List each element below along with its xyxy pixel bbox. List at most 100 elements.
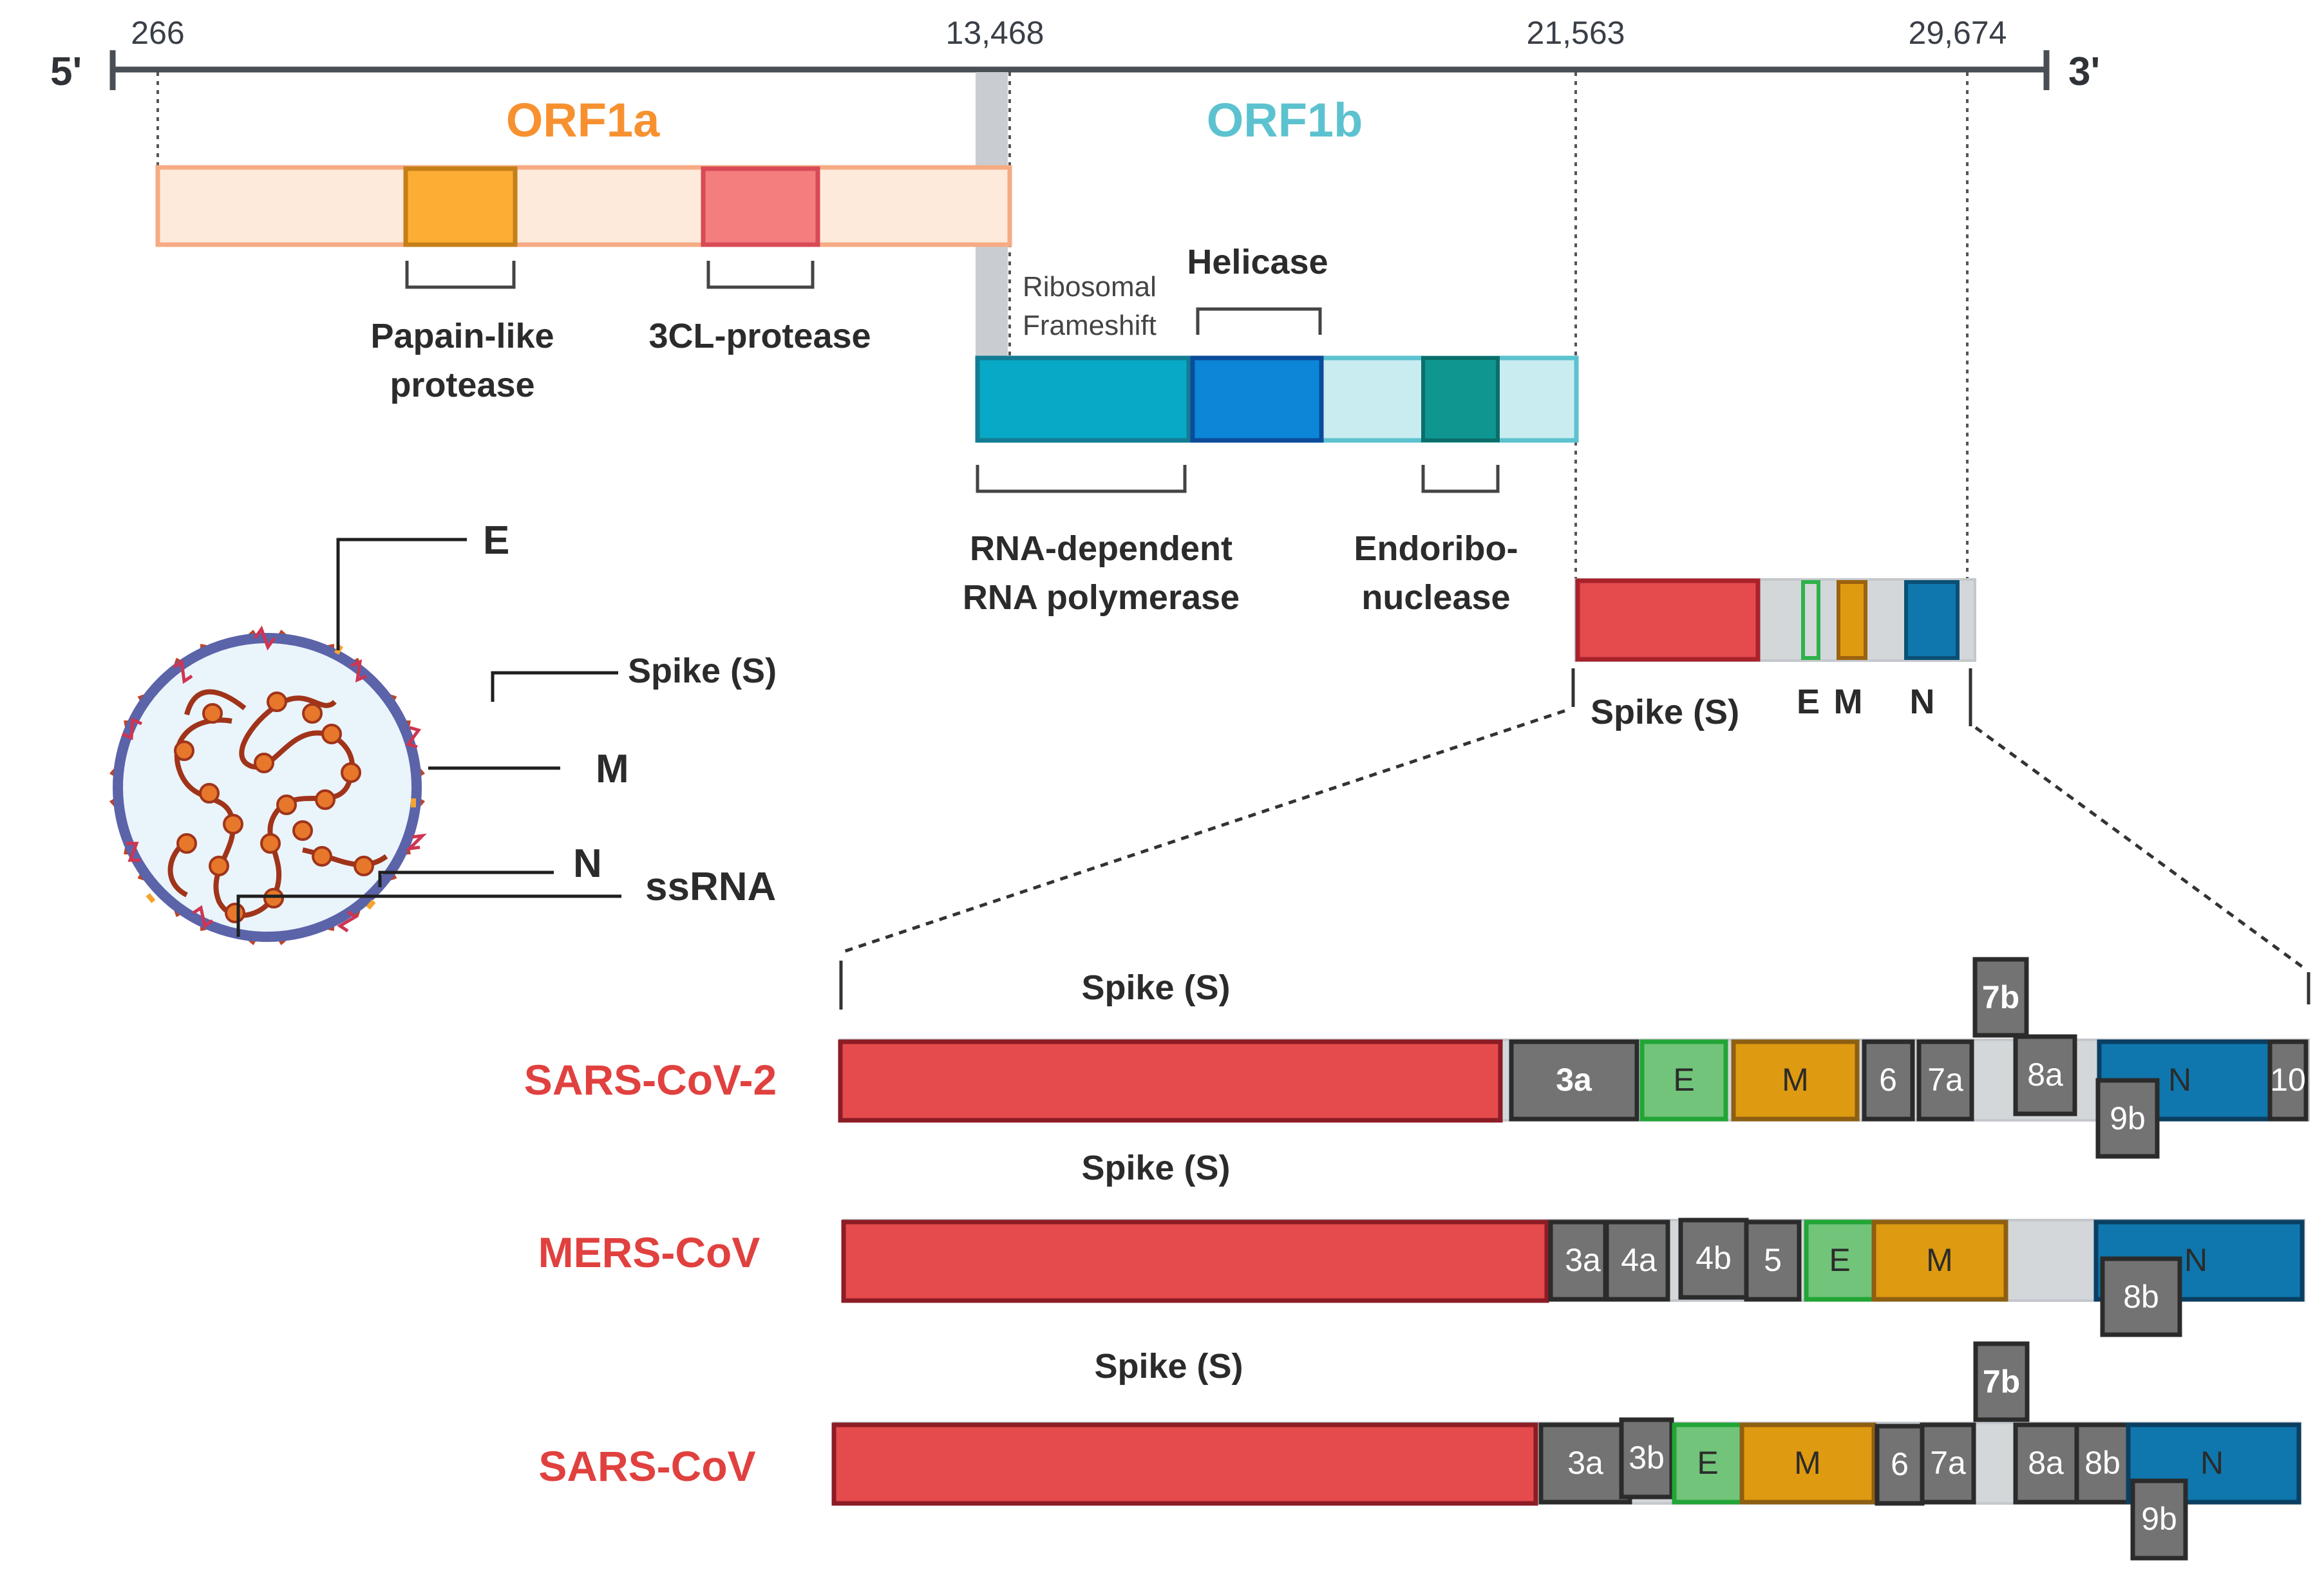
mers-cov-gene-n-label: N — [2184, 1242, 2207, 1278]
sars-cov-2-spike-gene — [838, 1039, 1503, 1123]
sars-cov-spike-gene — [831, 1422, 1538, 1506]
position-266: 266 — [131, 15, 184, 51]
sars-cov-gene-m-label: M — [1794, 1445, 1821, 1481]
papain-bracket — [405, 261, 516, 289]
position-13468: 13,468 — [946, 15, 1044, 51]
mers-cov-gene-8b-label: 8b — [2123, 1279, 2159, 1315]
nucleocapsid-protein — [174, 740, 194, 761]
membrane-protein — [173, 659, 193, 684]
sars-cov-2-genome: Spike (S) SARS-CoV-2 3a E M 6 7a 7b 8a N… — [524, 957, 2310, 1159]
virion-ssrna-label: ssRNA — [645, 865, 776, 909]
nucleocapsid-protein — [209, 856, 229, 876]
virion-spike-label: Spike (S) — [628, 652, 777, 690]
sars-cov-2-gene-9b-label: 9b — [2110, 1100, 2146, 1136]
helicase-label: Helicase — [1187, 243, 1328, 281]
sars-cov-2-gene-n-label: N — [2168, 1062, 2191, 1098]
sars-cov-spike-label: Spike (S) — [1094, 1347, 1243, 1386]
position-21563: 21,563 — [1527, 15, 1625, 51]
spike-small-label: Spike (S) — [1591, 693, 1739, 731]
mers-cov-gene-8b — [2100, 1256, 2182, 1337]
mers-cov-spike-gene — [841, 1219, 1549, 1303]
membrane-protein — [405, 726, 422, 749]
envelope-protein — [146, 893, 156, 903]
sars-cov-2-gene-m — [1731, 1039, 1860, 1122]
nucleocapsid-protein — [302, 703, 323, 724]
sars-cov-2-gene-10 — [2267, 1039, 2309, 1122]
e-gene-small — [1801, 580, 1820, 660]
orf1a-label: ORF1a — [506, 93, 660, 147]
zoom-line-left — [843, 709, 1565, 954]
nucleocapsid-protein — [223, 814, 243, 834]
sars-cov-gene-7a — [1920, 1422, 1976, 1505]
nucleocapsid-protein — [267, 691, 287, 712]
nucleocapsid-protein — [321, 724, 342, 744]
mers-cov-gene-4b — [1678, 1218, 1749, 1300]
sars-cov-gene-7a-label: 7a — [1930, 1445, 1966, 1481]
helicase-domain — [1190, 355, 1324, 443]
rdrp-label-line1: RNA-dependent — [970, 529, 1233, 568]
membrane-proteins — [122, 625, 427, 933]
ssrna-callout-line — [236, 894, 621, 937]
nucleocapsid-protein — [354, 856, 374, 876]
five-prime-label: 5' — [50, 50, 82, 94]
mers-cov-spike-label: Spike (S) — [1081, 1149, 1230, 1187]
rdrp-label-line2: RNA polymerase — [963, 578, 1240, 617]
orf1a-block: ORF1a Papain-like protease 3CL-protease — [155, 72, 1012, 438]
sars-cov-2-gene-7a — [1916, 1039, 1974, 1122]
sars-cov-2-gene-8a — [2013, 1034, 2077, 1116]
structural-genes-block: Spike (S) E M N — [839, 578, 2310, 1010]
sars-cov-2-gene-7a-label: 7a — [1927, 1062, 1963, 1098]
sars-cov-gene-6 — [1875, 1424, 1925, 1506]
sars-cov-2-gene-6-label: 6 — [1879, 1062, 1897, 1098]
mers-cov-gene-3a-label: 3a — [1565, 1242, 1601, 1278]
envelope-protein — [366, 899, 376, 910]
nucleocapsid-protein — [263, 888, 284, 908]
zoom-line-right — [1974, 726, 2307, 971]
mers-cov-gene-m — [1871, 1219, 2008, 1302]
sars-cov-2-gene-3a — [1509, 1039, 1639, 1122]
mers-cov-gene-e-label: E — [1829, 1242, 1850, 1278]
membrane-protein — [192, 905, 214, 929]
m-gene-small — [1837, 580, 1867, 660]
endo-label-line1: Endoribo- — [1354, 529, 1518, 568]
membrane-protein — [122, 717, 142, 740]
sars-cov-gene-7b — [1973, 1341, 2030, 1422]
nucleocapsid-protein — [312, 846, 332, 867]
frameshift-label: Frameshift — [1023, 310, 1157, 341]
virion-illustration: E Spike (S) M N ssRNA — [109, 518, 777, 945]
mers-cov-gene-5 — [1744, 1219, 1802, 1302]
sars-cov-genome: Spike (S) SARS-CoV 3a 3b E M 6 7a 7b 8a … — [538, 1341, 2301, 1561]
e-callout-line — [336, 538, 467, 650]
sars-cov-gene-n-label: N — [2200, 1445, 2224, 1481]
orf1b-label: ORF1b — [1207, 93, 1363, 147]
rna-polymerase-domain — [975, 355, 1191, 443]
virion-n-label: N — [573, 842, 602, 886]
sars-cov-2-label: SARS-CoV-2 — [524, 1056, 777, 1104]
spike-callout-line — [491, 671, 618, 702]
rdrp-bracket — [976, 465, 1187, 493]
papain-like-label: Papain-like — [370, 317, 554, 355]
sars-cov-gene-6-label: 6 — [1891, 1446, 1909, 1482]
sars-cov-2-gene-10-label: 10 — [2270, 1062, 2306, 1098]
genome-axis: 5' 3' 266 13,468 21,563 29,674 — [50, 15, 2100, 579]
sars-cov-gene-3b-label: 3b — [1629, 1440, 1665, 1476]
mers-cov-gene-e — [1804, 1219, 1876, 1302]
sars-cov-gene-e — [1672, 1422, 1744, 1505]
3cl-bracket — [706, 261, 815, 289]
sars-cov-2-gene-e-label: E — [1673, 1062, 1694, 1098]
sars-cov-gene-m — [1739, 1422, 1876, 1505]
sars-cov-2-gene-3a-label: 3a — [1556, 1062, 1592, 1098]
nucleocapsid-protein — [199, 783, 220, 804]
sars-cov-label: SARS-CoV — [538, 1442, 755, 1490]
papain-like-protease-domain — [403, 166, 518, 247]
virion-callout-lines — [236, 538, 621, 937]
protease-label: protease — [390, 366, 534, 404]
mers-cov-gene-4a-label: 4a — [1621, 1242, 1657, 1278]
sars-cov-2-gene-9b — [2095, 1078, 2160, 1159]
endo-label-line2: nuclease — [1361, 578, 1510, 617]
sars-cov-2-gene-6 — [1862, 1039, 1915, 1122]
membrane-protein — [337, 910, 359, 933]
nucleocapsid-protein — [292, 820, 313, 841]
sars-cov-gene-9b-label: 9b — [2141, 1501, 2177, 1537]
e-small-label: E — [1797, 682, 1820, 721]
